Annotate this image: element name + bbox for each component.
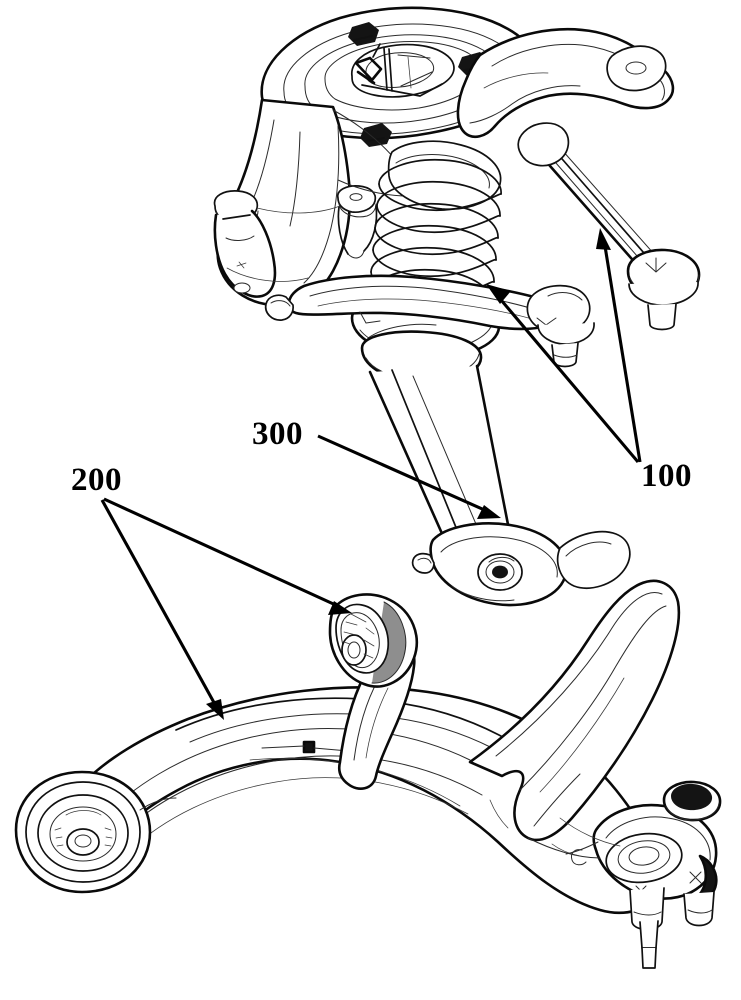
upper-control-arm-rear — [456, 27, 701, 331]
callout-label-200: 200 — [71, 462, 122, 498]
upper-ball-joint-rear — [626, 248, 701, 331]
callout-100-leaders — [486, 228, 642, 464]
knuckle-mid-boss — [336, 185, 378, 259]
callout-label-300: 300 — [252, 416, 303, 452]
callout-300-leader — [317, 434, 501, 519]
lower-arm-front-bushing — [328, 593, 419, 688]
knuckle-upper-boss — [213, 190, 277, 298]
strut-mount-bolt — [348, 22, 379, 46]
lower-control-arm — [14, 579, 722, 969]
lower-ball-joint — [592, 780, 722, 969]
callout-label-100: 100 — [641, 458, 692, 494]
shock-absorber-tube — [360, 330, 631, 607]
strut-clamp-bolt — [477, 553, 523, 591]
lower-arm-rear-bushing — [14, 770, 177, 894]
upper-ball-joint-front — [537, 322, 595, 368]
callout-200-leaders — [100, 497, 352, 720]
steering-knuckle — [213, 98, 409, 307]
